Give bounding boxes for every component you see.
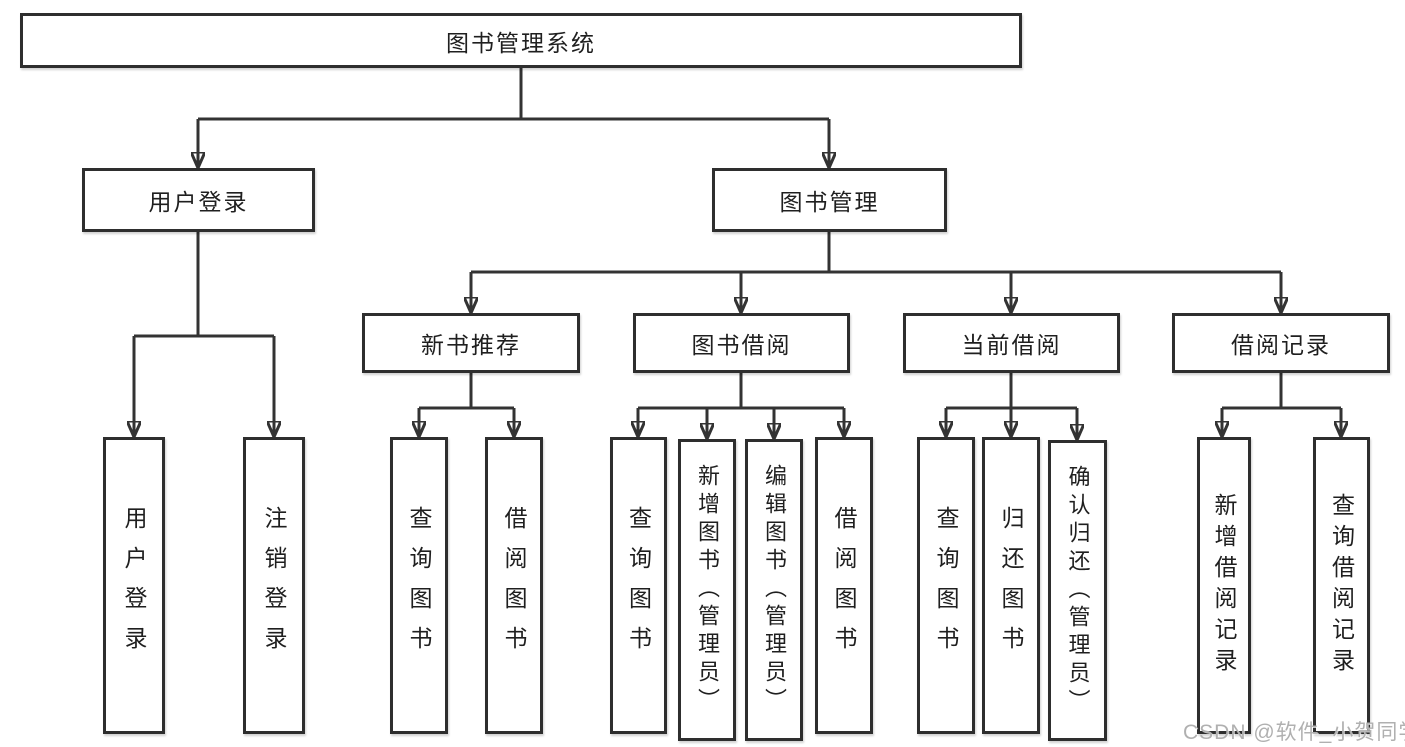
leaf-edit-book-admin-label: 编辑图书（管理员） — [762, 464, 787, 716]
leaf-add-borrow-record-label: 新增借阅记录 — [1211, 492, 1237, 679]
connector-current-borrow-children — [946, 373, 1077, 440]
leaf-confirm-return-admin-label: 确认归还（管理员） — [1065, 464, 1091, 717]
node-new-book-recommend: 新书推荐 — [362, 313, 580, 373]
leaf-borrow-books-recommend: 借阅图书 — [485, 437, 543, 734]
node-book-mgmt-label: 图书管理 — [779, 189, 880, 215]
leaf-logout-label: 注销登录 — [261, 505, 287, 666]
node-book-borrow: 图书借阅 — [633, 313, 850, 373]
leaf-edit-book-admin: 编辑图书（管理员） — [745, 439, 803, 741]
connector-root-to-level2 — [198, 68, 829, 168]
leaf-user-login-label: 用户登录 — [121, 505, 147, 666]
leaf-query-books-borrow-label: 查询图书 — [625, 505, 652, 666]
connector-borrow-records-children — [1222, 373, 1341, 437]
connector-user-login-children — [134, 232, 274, 437]
connector-book-mgmt-sections — [471, 232, 1281, 313]
leaf-borrow-books-borrow: 借阅图书 — [815, 437, 873, 734]
node-current-borrow: 当前借阅 — [903, 313, 1120, 373]
leaf-logout: 注销登录 — [243, 437, 305, 734]
leaf-add-book-admin: 新增图书（管理员） — [678, 439, 736, 741]
node-user-login-label: 用户登录 — [148, 189, 249, 215]
node-user-login: 用户登录 — [82, 168, 315, 232]
node-new-book-recommend-label: 新书推荐 — [421, 332, 521, 358]
node-root: 图书管理系统 — [20, 13, 1022, 68]
leaf-borrow-books-borrow-label: 借阅图书 — [831, 505, 857, 666]
leaf-query-books-recommend-label: 查询图书 — [406, 505, 432, 666]
leaf-return-books-label: 归还图书 — [998, 505, 1024, 666]
leaf-add-book-admin-label: 新增图书（管理员） — [695, 464, 720, 716]
node-current-borrow-label: 当前借阅 — [961, 332, 1062, 358]
leaf-query-borrow-record-label: 查询借阅记录 — [1328, 492, 1355, 679]
watermark: CSDN @软件_小贺同学 — [1183, 721, 1405, 744]
leaf-confirm-return-admin: 确认归还（管理员） — [1048, 440, 1107, 741]
leaf-query-books-recommend: 查询图书 — [390, 437, 448, 734]
leaf-query-books-current-label: 查询图书 — [933, 505, 959, 666]
node-book-mgmt: 图书管理 — [712, 168, 947, 232]
leaf-borrow-books-recommend-label: 借阅图书 — [501, 505, 527, 666]
node-root-label: 图书管理系统 — [446, 29, 596, 56]
leaf-user-login: 用户登录 — [103, 437, 165, 734]
leaf-add-borrow-record: 新增借阅记录 — [1197, 437, 1251, 734]
connector-book-borrow-children — [638, 373, 844, 439]
leaf-query-books-current: 查询图书 — [917, 437, 975, 734]
node-book-borrow-label: 图书借阅 — [691, 332, 792, 358]
node-borrow-records-label: 借阅记录 — [1231, 332, 1331, 358]
node-borrow-records: 借阅记录 — [1172, 313, 1390, 373]
leaf-query-borrow-record: 查询借阅记录 — [1313, 437, 1370, 734]
connector-new-book-children — [419, 373, 514, 437]
leaf-return-books: 归还图书 — [982, 437, 1040, 734]
leaf-query-books-borrow: 查询图书 — [610, 437, 667, 734]
